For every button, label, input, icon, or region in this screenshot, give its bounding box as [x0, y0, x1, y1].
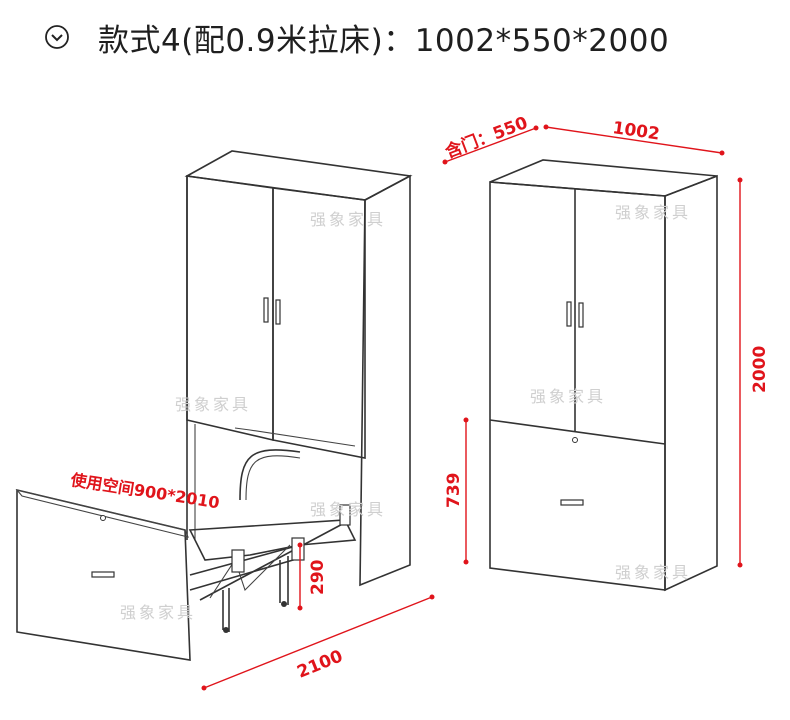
height-dimension-label: 2000	[750, 346, 770, 393]
watermark-text: 强象家具	[175, 395, 251, 414]
depth-dimension-label: 含门：550	[442, 112, 530, 163]
dimension-lines	[201, 124, 743, 691]
watermark-text: 强象家具	[120, 603, 196, 622]
watermark-text: 强象家具	[530, 387, 606, 406]
bed-length-dimension-label: 2100	[294, 646, 346, 682]
closed-wardrobe	[489, 159, 718, 592]
width-dimension-label: 1002	[611, 118, 661, 144]
usage-space-label: 使用空间900*2010	[68, 470, 220, 512]
watermark-text: 强象家具	[310, 500, 386, 519]
page-title: 款式4(配0.9米拉床)：1002*550*2000	[98, 22, 670, 59]
leg-height-dimension-label: 290	[308, 559, 328, 595]
watermark-text: 强象家具	[310, 210, 386, 229]
open-wardrobe-bed	[15, 150, 413, 661]
lower-height-dimension-label: 739	[444, 473, 464, 509]
watermark-text: 强象家具	[615, 563, 691, 582]
circle-chevron-down-icon	[45, 25, 69, 49]
watermark-text: 强象家具	[615, 203, 691, 222]
header: 款式4(配0.9米拉床)：1002*550*2000	[44, 12, 669, 62]
